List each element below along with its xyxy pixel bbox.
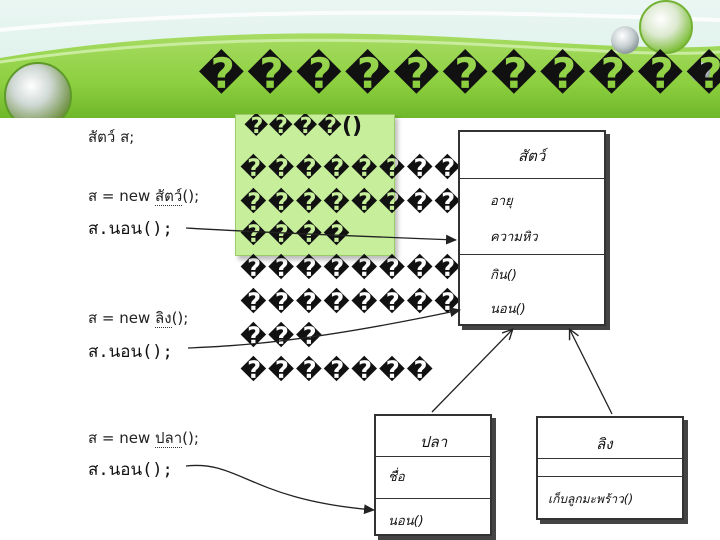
arrow-icon — [186, 465, 374, 510]
arrow-icon — [570, 330, 612, 414]
arrow-icon — [188, 310, 460, 348]
arrow-icon — [432, 330, 512, 412]
arrow-icon — [186, 228, 456, 240]
